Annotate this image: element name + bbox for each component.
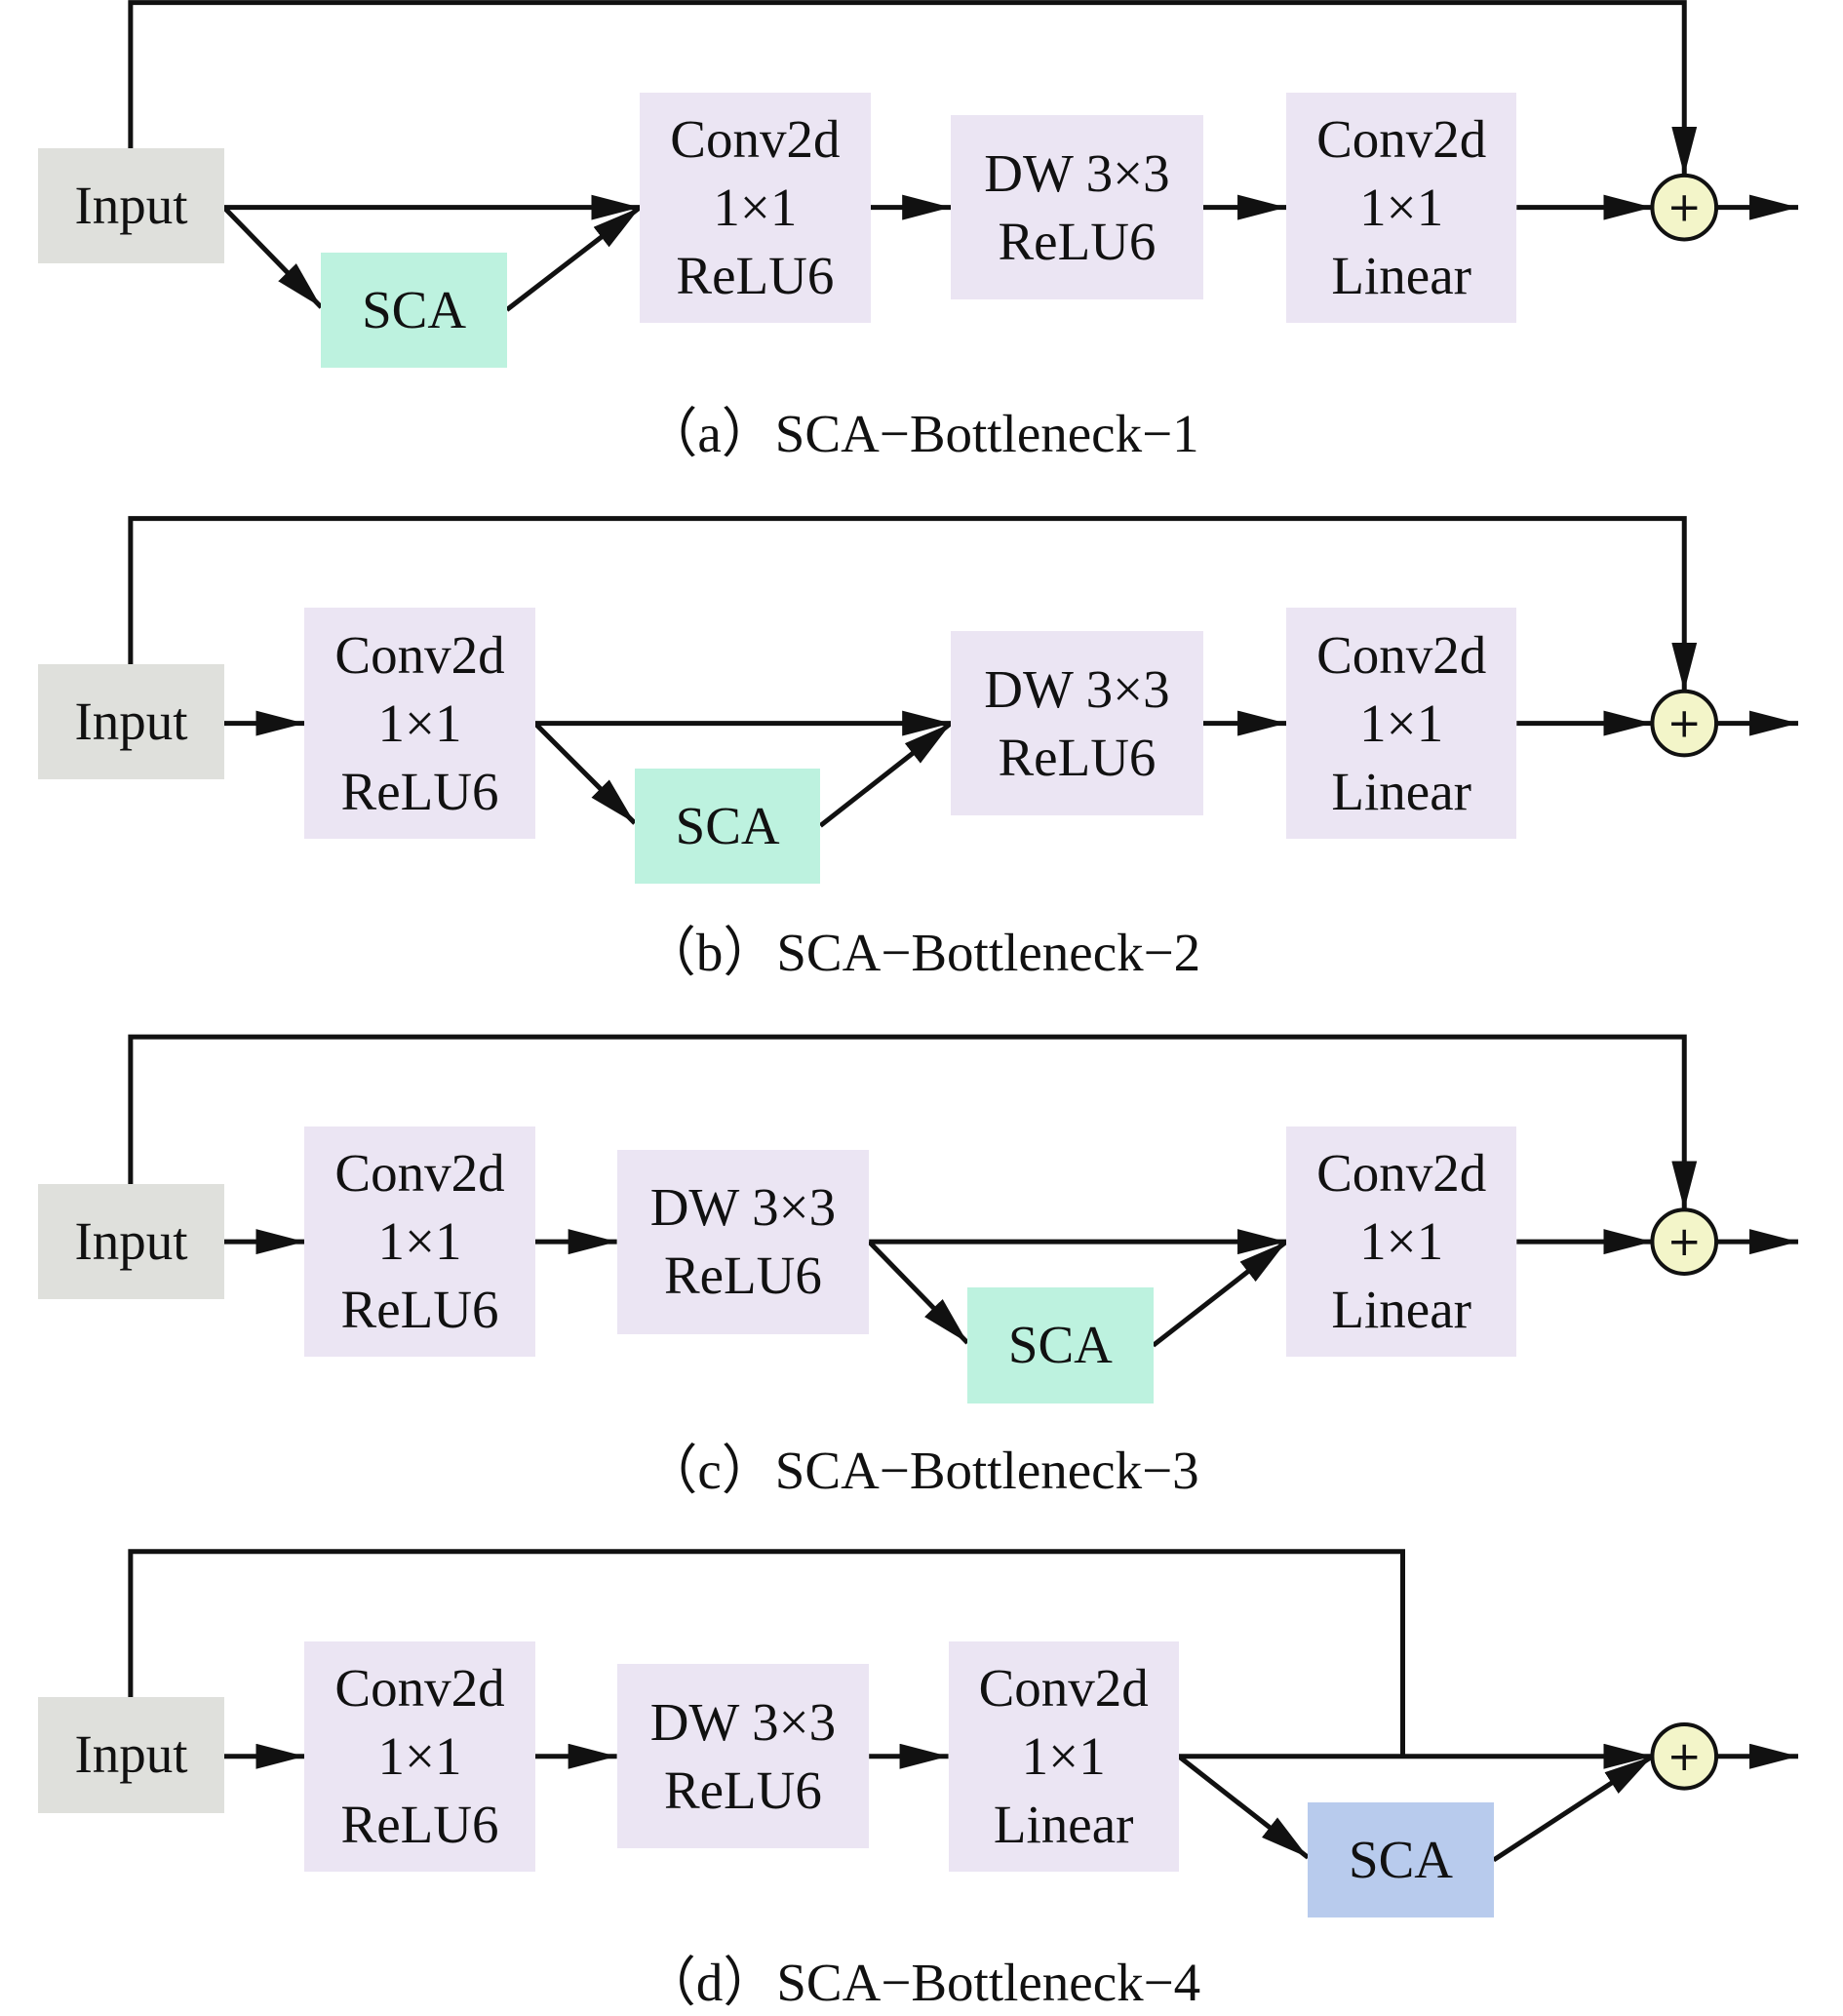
conv-relu-box-c-line-2: 1×1 bbox=[377, 1211, 462, 1272]
conv-relu-box-b-line-1: Conv2d bbox=[334, 624, 505, 685]
skip-connection-a bbox=[128, 0, 1698, 176]
caption-panel-d: （d）SCA−Bottleneck−4 bbox=[642, 1953, 1201, 2013]
conv-linear-box-d-line-2: 1×1 bbox=[1021, 1725, 1106, 1786]
adder-d: + bbox=[1650, 1721, 1719, 1791]
conv-linear-box-d-line-1: Conv2d bbox=[978, 1657, 1149, 1718]
arrow-conv-to-sca-b bbox=[532, 721, 637, 825]
sca-box-d: SCA bbox=[1308, 1802, 1494, 1918]
input-box-d: Input bbox=[38, 1697, 224, 1813]
arrow-sca-to-conv-c bbox=[1152, 1240, 1288, 1348]
caption-panel-b: （b）SCA−Bottleneck−2 bbox=[642, 922, 1201, 982]
conv-linear-box-d-line-3: Linear bbox=[993, 1794, 1134, 1854]
input-box-a: Input bbox=[38, 148, 224, 264]
adder-c: + bbox=[1650, 1207, 1719, 1276]
adder-b: + bbox=[1650, 689, 1719, 758]
conv-linear-box-a-line-3: Linear bbox=[1331, 245, 1471, 305]
skip-connection-d bbox=[128, 1549, 1405, 1757]
caption-panel-c: （c）SCA−Bottleneck−3 bbox=[644, 1441, 1199, 1501]
sca-box-c-line-1: SCA bbox=[1007, 1315, 1113, 1375]
adder-a-symbol: + bbox=[1667, 183, 1702, 231]
adder-b-symbol: + bbox=[1667, 699, 1702, 747]
sca-box-c: SCA bbox=[967, 1287, 1154, 1403]
input-box-b-line-1: Input bbox=[74, 692, 188, 752]
conv-relu-box-a-line-3: ReLU6 bbox=[676, 245, 835, 305]
sca-box-b: SCA bbox=[635, 768, 821, 884]
conv-linear-box-c-line-3: Linear bbox=[1331, 1280, 1471, 1340]
input-box-b: Input bbox=[38, 664, 224, 780]
dw-box-a-line-2: ReLU6 bbox=[998, 211, 1157, 271]
conv-relu-box-a-line-2: 1×1 bbox=[713, 177, 798, 237]
dw-box-d-line-1: DW 3×3 bbox=[649, 1691, 837, 1752]
input-box-a-line-1: Input bbox=[74, 176, 188, 236]
sca-box-d-line-1: SCA bbox=[1349, 1830, 1454, 1890]
arrow-sca-to-conv-a bbox=[505, 205, 642, 312]
arrow-sca-to-dw-b bbox=[818, 721, 953, 828]
dw-box-b-line-2: ReLU6 bbox=[998, 727, 1157, 787]
adder-d-symbol: + bbox=[1667, 1732, 1702, 1780]
dw-box-b-line-1: DW 3×3 bbox=[984, 658, 1170, 719]
conv-relu-box-d-line-1: Conv2d bbox=[334, 1657, 505, 1718]
conv-relu-box-c-line-1: Conv2d bbox=[334, 1143, 505, 1204]
sca-box-a-line-1: SCA bbox=[362, 279, 467, 339]
adder-a: + bbox=[1650, 173, 1719, 242]
input-box-d-line-1: Input bbox=[74, 1724, 188, 1785]
arrow-conv-to-sca-d bbox=[1177, 1754, 1310, 1860]
conv-relu-box-b-line-2: 1×1 bbox=[377, 692, 462, 753]
conv-linear-box-a-line-1: Conv2d bbox=[1316, 108, 1487, 169]
dw-box-a-line-1: DW 3×3 bbox=[984, 142, 1170, 203]
conv-linear-box-b-line-2: 1×1 bbox=[1359, 692, 1444, 753]
conv-linear-box-b-line-3: Linear bbox=[1331, 761, 1471, 821]
conv-linear-box-c-line-1: Conv2d bbox=[1316, 1143, 1487, 1204]
dw-box-d-line-2: ReLU6 bbox=[663, 1759, 822, 1820]
arrow-sca-to-add-d bbox=[1492, 1754, 1654, 1863]
sca-box-b-line-1: SCA bbox=[675, 795, 780, 855]
dw-box-c-line-1: DW 3×3 bbox=[649, 1177, 837, 1238]
input-box-c-line-1: Input bbox=[74, 1211, 188, 1272]
arrow-dw-to-sca-c bbox=[867, 1240, 970, 1345]
conv-linear-box-c-line-2: 1×1 bbox=[1359, 1211, 1444, 1272]
caption-panel-a: （a）SCA−Bottleneck−1 bbox=[644, 404, 1199, 464]
skip-connection-b bbox=[128, 516, 1698, 692]
sca-box-a: SCA bbox=[321, 252, 507, 368]
conv-relu-box-b-line-3: ReLU6 bbox=[340, 761, 499, 821]
skip-connection-c bbox=[128, 1034, 1698, 1210]
conv-relu-box-d-line-3: ReLU6 bbox=[340, 1794, 499, 1854]
dw-box-c-line-2: ReLU6 bbox=[663, 1245, 822, 1306]
conv-linear-box-a-line-2: 1×1 bbox=[1359, 177, 1444, 237]
conv-relu-box-a-line-1: Conv2d bbox=[670, 108, 841, 169]
conv-linear-box-b-line-1: Conv2d bbox=[1316, 624, 1487, 685]
input-box-c: Input bbox=[38, 1184, 224, 1300]
adder-c-symbol: + bbox=[1667, 1217, 1702, 1265]
arrow-input-to-sca-a bbox=[221, 205, 324, 309]
conv-relu-box-c-line-3: ReLU6 bbox=[340, 1280, 499, 1340]
conv-relu-box-d-line-2: 1×1 bbox=[377, 1725, 462, 1786]
